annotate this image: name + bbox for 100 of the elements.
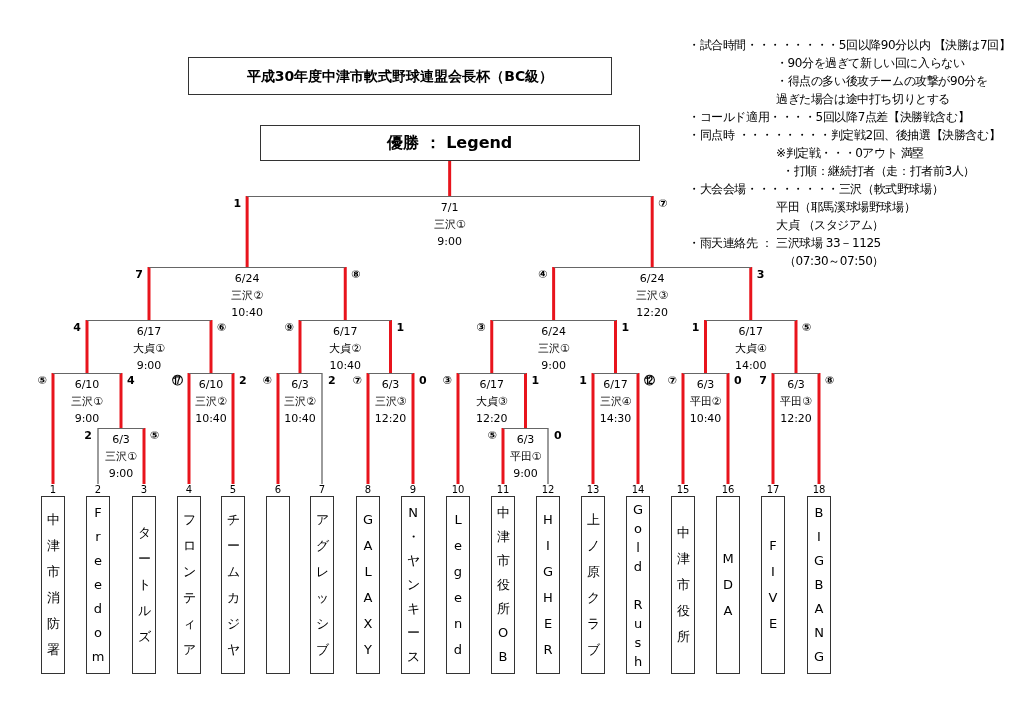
match-date: 7/1 xyxy=(439,200,460,216)
match-time: 10:40 xyxy=(230,305,264,321)
match-time: 9:00 xyxy=(512,466,539,482)
score-label: ⑤ xyxy=(36,374,48,387)
score-label: ⑦ xyxy=(351,374,363,387)
note-text: ・大会会場・・・・・・・・三沢（軟式野球場） xyxy=(688,181,945,198)
match-time: 14:00 xyxy=(733,358,768,374)
note-text: （07:30～07:50） xyxy=(784,253,885,270)
bracket-line xyxy=(321,372,323,485)
seed-number: 16 xyxy=(720,484,736,496)
match-date: 6/24 xyxy=(638,271,666,287)
team-box: 中津市消防署 xyxy=(41,496,65,674)
seed-number: 6 xyxy=(273,484,283,496)
team-box: HIGHER xyxy=(536,496,560,674)
match-date: 6/24 xyxy=(540,324,567,340)
seed-number: 12 xyxy=(540,484,556,496)
seed-number: 13 xyxy=(585,484,601,496)
bracket-line xyxy=(681,373,685,484)
match-date: 6/3 xyxy=(786,377,806,393)
bracket-line xyxy=(490,320,494,373)
team-box: アグレッシブ xyxy=(310,496,334,674)
match-time: 12:20 xyxy=(635,305,670,321)
note-text: ・雨天連絡先 ： 三沢球場 33－1125 xyxy=(688,235,882,252)
match-time: 12:20 xyxy=(373,411,408,427)
bracket-line xyxy=(524,373,527,428)
seed-number: 5 xyxy=(228,484,238,496)
score-label: 2 xyxy=(238,374,248,387)
score-label: 0 xyxy=(553,429,563,442)
match-time: 10:40 xyxy=(328,358,363,374)
team-box: 中津市役所 xyxy=(671,496,695,674)
note-text: 平田（耶馬溪球場野球場） xyxy=(776,199,917,216)
score-label: 7 xyxy=(758,374,768,387)
bracket-line xyxy=(704,320,707,373)
match-venue: 三沢① xyxy=(536,341,571,357)
bracket-line xyxy=(749,267,753,320)
score-label: ④ xyxy=(261,374,273,387)
score-label: ⑧ xyxy=(824,374,836,387)
score-label: ③ xyxy=(441,374,453,387)
seed-number: 9 xyxy=(408,484,418,496)
score-label: ⑥ xyxy=(216,321,228,334)
bracket-line xyxy=(817,373,821,484)
match-venue: 三沢① xyxy=(70,394,104,410)
match-time: 14:30 xyxy=(598,411,633,427)
bracket-line xyxy=(366,373,370,484)
match-time: 9:00 xyxy=(73,411,101,427)
match-date: 6/17 xyxy=(478,377,506,393)
score-label: 0 xyxy=(418,374,428,387)
match-time: 10:40 xyxy=(283,411,317,427)
match-time: 12:20 xyxy=(474,411,509,427)
team-box: Gold Rush xyxy=(626,496,650,674)
title-heading: 平成30年度中津市軟式野球連盟会長杯（BC級） xyxy=(188,57,612,95)
bracket-line xyxy=(552,267,556,320)
score-label: ⑧ xyxy=(350,268,362,281)
bracket-line xyxy=(456,373,460,484)
seed-number: 14 xyxy=(630,484,646,496)
seed-number: 8 xyxy=(363,484,373,496)
bracket-line xyxy=(231,373,235,484)
match-date: 6/10 xyxy=(197,377,225,393)
bracket-line xyxy=(501,428,505,484)
bracket-line xyxy=(726,373,730,484)
match-venue: 三沢② xyxy=(194,394,228,410)
team-box: BIGBANG xyxy=(807,496,831,674)
match-date: 6/17 xyxy=(135,324,163,340)
score-label: 1 xyxy=(578,374,588,387)
seed-number: 17 xyxy=(765,484,781,496)
team-box: チームカジヤ xyxy=(221,496,245,674)
match-time: 9:00 xyxy=(436,234,463,250)
match-date: 6/3 xyxy=(515,432,536,448)
match-venue: 三沢② xyxy=(230,288,265,304)
match-time: 10:40 xyxy=(194,411,228,427)
team-box: MDA xyxy=(716,496,740,674)
note-text: 大貞 （スタジアム） xyxy=(776,217,885,234)
bracket-line xyxy=(794,320,798,373)
score-label: ③ xyxy=(475,321,487,334)
seed-number: 18 xyxy=(811,484,827,496)
match-venue: 三沢③ xyxy=(373,394,408,410)
bracket-line xyxy=(591,373,595,484)
team-box: FIVE xyxy=(761,496,785,674)
score-label: 1 xyxy=(232,197,243,210)
score-label: ⑤ xyxy=(801,321,813,334)
note-text: ・得点の多い後攻チームの攻撃が90分を過ぎた場合は途中打ち切りとする xyxy=(776,73,989,108)
score-label: ④ xyxy=(537,268,549,281)
match-time: 9:00 xyxy=(540,358,567,374)
bracket-line xyxy=(142,428,146,484)
bracket-line xyxy=(276,373,280,484)
team-box: Legend xyxy=(446,496,470,674)
match-date: 6/3 xyxy=(380,377,401,393)
match-venue: 三沢④ xyxy=(598,394,633,410)
team-box: フロンティア xyxy=(177,496,201,674)
note-text: ・90分を過ぎて新しい回に入らない xyxy=(776,55,966,72)
match-venue: 三沢① xyxy=(104,449,138,465)
match-date: 6/17 xyxy=(737,324,765,340)
seed-number: 11 xyxy=(495,484,511,496)
score-label: 3 xyxy=(755,268,766,281)
score-label: ⑦ xyxy=(666,374,678,387)
bracket-line xyxy=(119,373,123,428)
score-label: 2 xyxy=(83,429,93,442)
match-venue: 大貞② xyxy=(328,341,363,357)
match-date: 6/3 xyxy=(290,377,310,393)
match-time: 9:00 xyxy=(107,466,135,482)
